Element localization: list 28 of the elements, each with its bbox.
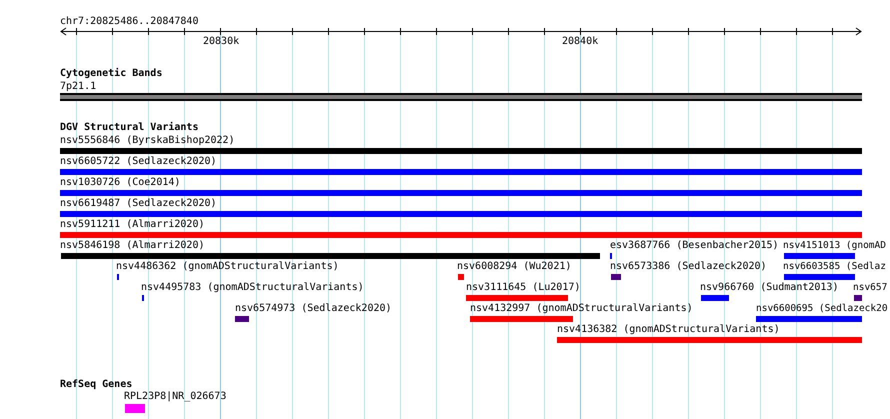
variant-label: nsv6573386 (Sedlazeck2020) [610, 261, 767, 272]
variant-label: nsv6605722 (Sedlazeck2020) [60, 156, 217, 167]
variant-label: nsv5556846 (ByrskaBishop2022) [60, 135, 235, 146]
variant-label: nsv966760 (Sudmant2013) [700, 282, 838, 293]
track-heading: DGV Structural Variants [60, 122, 198, 134]
variant-label: nsv6008294 (Wu2021) [457, 261, 572, 272]
track-heading: RefSeq Genes [60, 379, 132, 391]
variant-label: nsv1030726 (Coe2014) [60, 177, 180, 188]
variant-label: nsv4151013 (gnomAD [783, 240, 886, 251]
variant-label: nsv6600695 (Sedlazeck20 [756, 303, 888, 314]
variant-label: nsv6574973 (Sedlazeck2020) [235, 303, 392, 314]
gene-label: RPL23P8|NR_026673 [124, 391, 226, 402]
scale-tick-label: 20840k [562, 36, 598, 47]
band-label: 7p21.1 [60, 81, 96, 92]
variant-label: nsv657 [853, 282, 888, 293]
variant-label: nsv6619487 (Sedlazeck2020) [60, 198, 217, 209]
variant-label: nsv4132997 (gnomADStructuralVariants) [470, 303, 693, 314]
variant-label: nsv4495783 (gnomADStructuralVariants) [141, 282, 364, 293]
coordinate-range: chr7:20825486..20847840 [60, 16, 198, 27]
track-heading: Cytogenetic Bands [60, 68, 162, 80]
variant-label: nsv6603585 (Sedlaz [783, 261, 886, 272]
variant-label: nsv4136382 (gnomADStructuralVariants) [557, 324, 780, 335]
scale-tick-label: 20830k [203, 36, 240, 47]
variant-label: esv3687766 (Besenbacher2015) [610, 240, 779, 251]
variant-label: nsv4486362 (gnomADStructuralVariants) [116, 261, 339, 272]
variant-label: nsv3111645 (Lu2017) [466, 282, 580, 293]
variant-label: nsv5846198 (Almarri2020) [60, 240, 204, 251]
variant-label: nsv5911211 (Almarri2020) [60, 219, 204, 230]
